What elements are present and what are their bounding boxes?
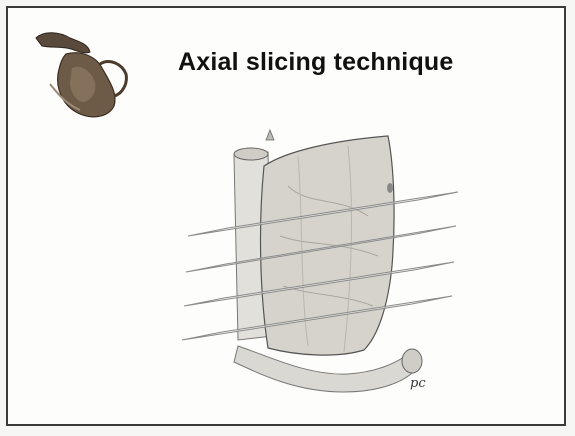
slide-title: Axial slicing technique: [178, 48, 454, 77]
specimen-thumbnail-icon: [30, 24, 140, 124]
artist-signature: pc: [410, 376, 426, 391]
slide: Axial slicing technique pc: [6, 6, 566, 426]
axial-slicing-illustration: [168, 126, 468, 406]
